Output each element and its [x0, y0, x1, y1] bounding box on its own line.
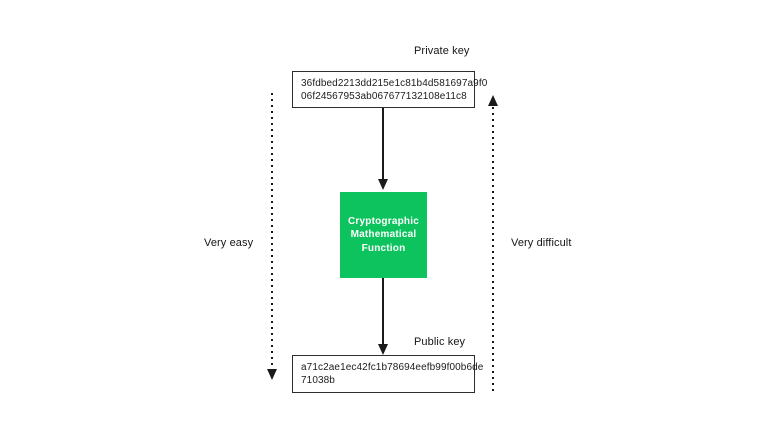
arrowhead-down-icon: [378, 344, 388, 355]
cryptographic-function-box: Cryptographic Mathematical Function: [340, 192, 427, 278]
private-key-value-line2: 06f24567953ab067677132108e11c8: [301, 91, 467, 102]
dotted-line: [271, 93, 273, 369]
private-key-box: 36fdbed2213dd215e1c81b4d581697a9f0 06f24…: [292, 71, 488, 108]
public-key-value-line2: 71038b: [301, 375, 335, 386]
private-key-value-line1: 36fdbed2213dd215e1c81b4d581697a9f0: [301, 78, 488, 89]
private-key-label: Private key: [414, 45, 470, 57]
arrow-line: [382, 278, 384, 344]
arrowhead-down-icon: [378, 179, 388, 190]
arrowhead-up-icon: [488, 95, 498, 106]
public-key-value-line1: a71c2ae1ec42fc1b78694eefb99f00b6de: [301, 362, 484, 373]
function-box-line2: Mathematical: [350, 229, 417, 241]
dotted-line: [492, 107, 494, 392]
function-box-line1: Cryptographic: [348, 215, 419, 227]
very-difficult-label: Very difficult: [511, 237, 572, 249]
very-easy-label: Very easy: [204, 237, 254, 249]
public-key-box: a71c2ae1ec42fc1b78694eefb99f00b6de 71038…: [292, 355, 484, 393]
public-key-label: Public key: [414, 336, 466, 348]
arrow-line: [382, 108, 384, 179]
function-box-line3: Function: [361, 242, 406, 254]
arrowhead-down-icon: [267, 369, 277, 380]
